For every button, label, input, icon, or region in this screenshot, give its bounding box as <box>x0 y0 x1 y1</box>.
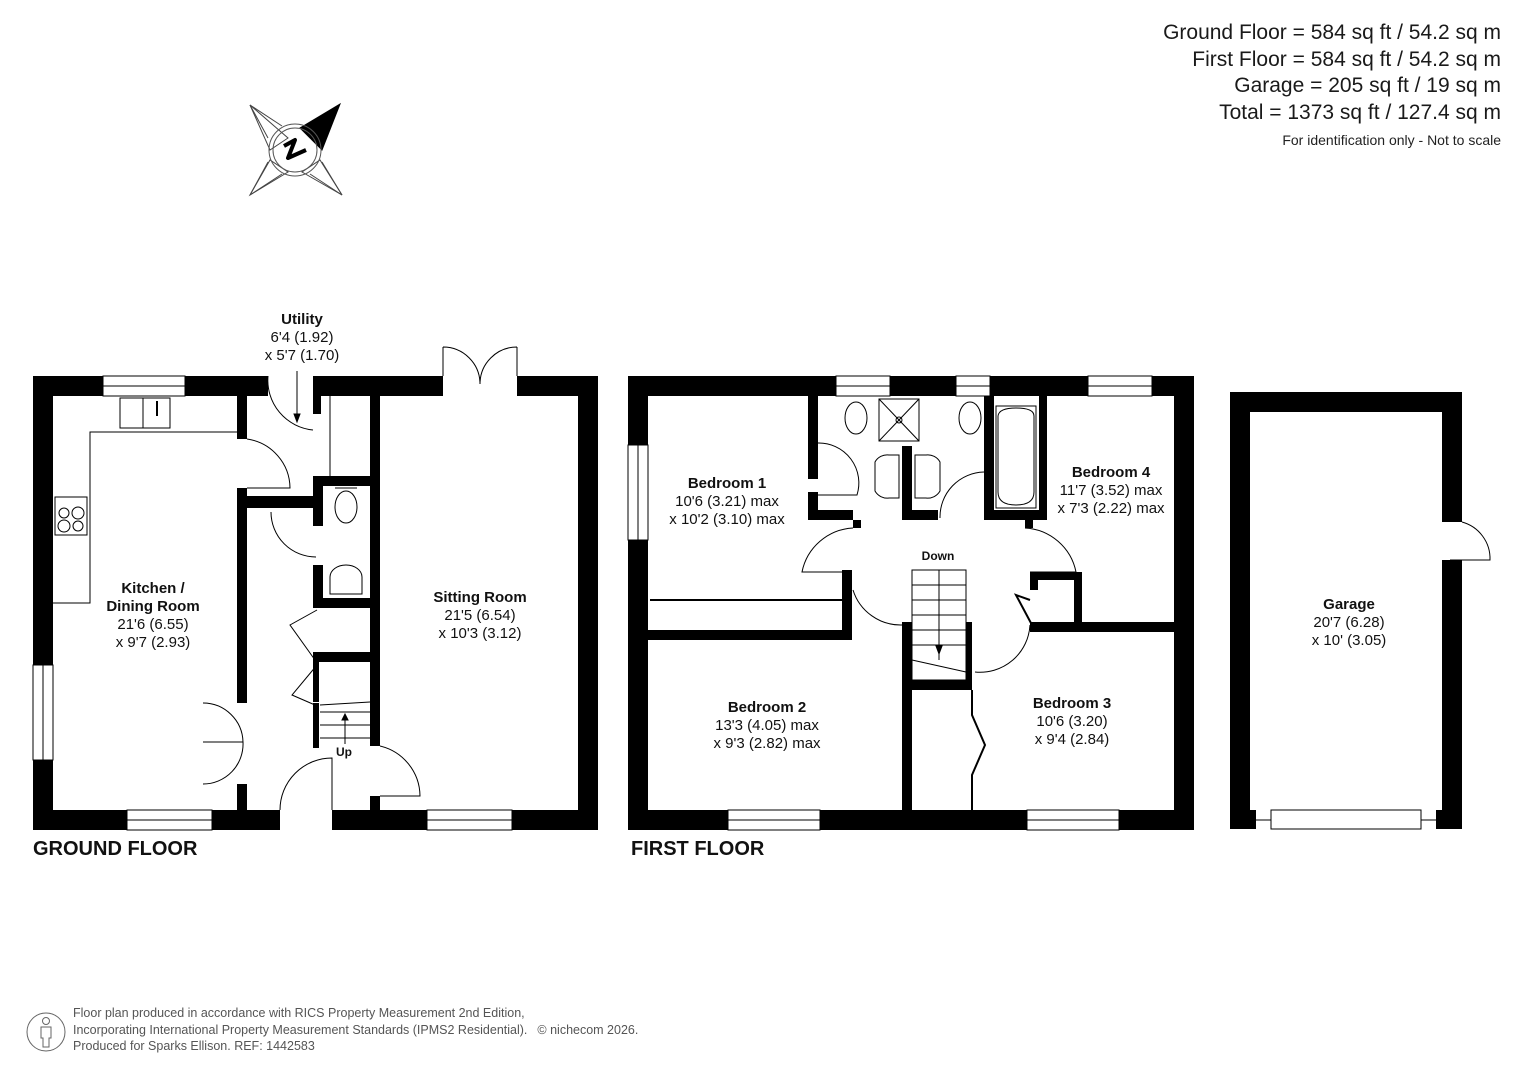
first-floor-windows <box>627 375 1153 831</box>
area-summary: Ground Floor = 584 sq ft / 54.2 sq m Fir… <box>1163 20 1501 148</box>
garage-area: Garage = 205 sq ft / 19 sq m <box>1234 74 1501 97</box>
first-floor-walls <box>628 376 1194 830</box>
stairs-up-label: Up <box>336 745 352 759</box>
ground-floor-area: Ground Floor = 584 sq ft / 54.2 sq m <box>1163 21 1501 44</box>
room-label-kitchen-dining: Kitchen / Dining Room 21'6 (6.55) x 9'7 … <box>106 580 200 651</box>
room-label-bedroom-4: Bedroom 4 11'7 (3.52) max x 7'3 (2.22) m… <box>1057 464 1165 517</box>
room-label-utility: Utility 6'4 (1.92) x 5'7 (1.70) <box>264 311 340 364</box>
first-floor-title: FIRST FLOOR <box>631 838 765 860</box>
garage-walls <box>1230 392 1462 829</box>
first-floor-area: First Floor = 584 sq ft / 54.2 sq m <box>1192 47 1501 71</box>
first-floor-doors-fittings <box>650 398 1077 810</box>
scale-disclaimer: For identification only - Not to scale <box>1282 132 1501 148</box>
total-area: Total = 1373 sq ft / 127.4 sq m <box>1219 100 1501 124</box>
copyright: © nichecom 2026. <box>537 1022 639 1037</box>
ground-floor-title: GROUND FLOOR <box>33 838 198 860</box>
compass-icon <box>248 102 343 197</box>
ground-floor-windows <box>32 375 517 831</box>
garage-fittings <box>1256 521 1491 830</box>
room-label-bedroom-1: Bedroom 1 10'6 (3.21) max x 10'2 (3.10) … <box>669 475 785 528</box>
stairs-down-label: Down <box>921 549 955 563</box>
person-scale-icon <box>26 1012 66 1052</box>
room-label-bedroom-2: Bedroom 2 13'3 (4.05) max x 9'3 (2.82) m… <box>713 699 821 752</box>
footer-credits: Floor plan produced in accordance with R… <box>73 1006 639 1053</box>
room-label-sitting-room: Sitting Room 21'5 (6.54) x 10'3 (3.12) <box>433 589 527 642</box>
room-label-bedroom-3: Bedroom 3 10'6 (3.20) x 9'4 (2.84) <box>1032 695 1112 748</box>
ground-floor-doors <box>53 346 518 811</box>
room-label-garage: Garage 20'7 (6.28) x 10' (3.05) <box>1311 596 1387 649</box>
ground-floor-walls <box>33 376 598 830</box>
